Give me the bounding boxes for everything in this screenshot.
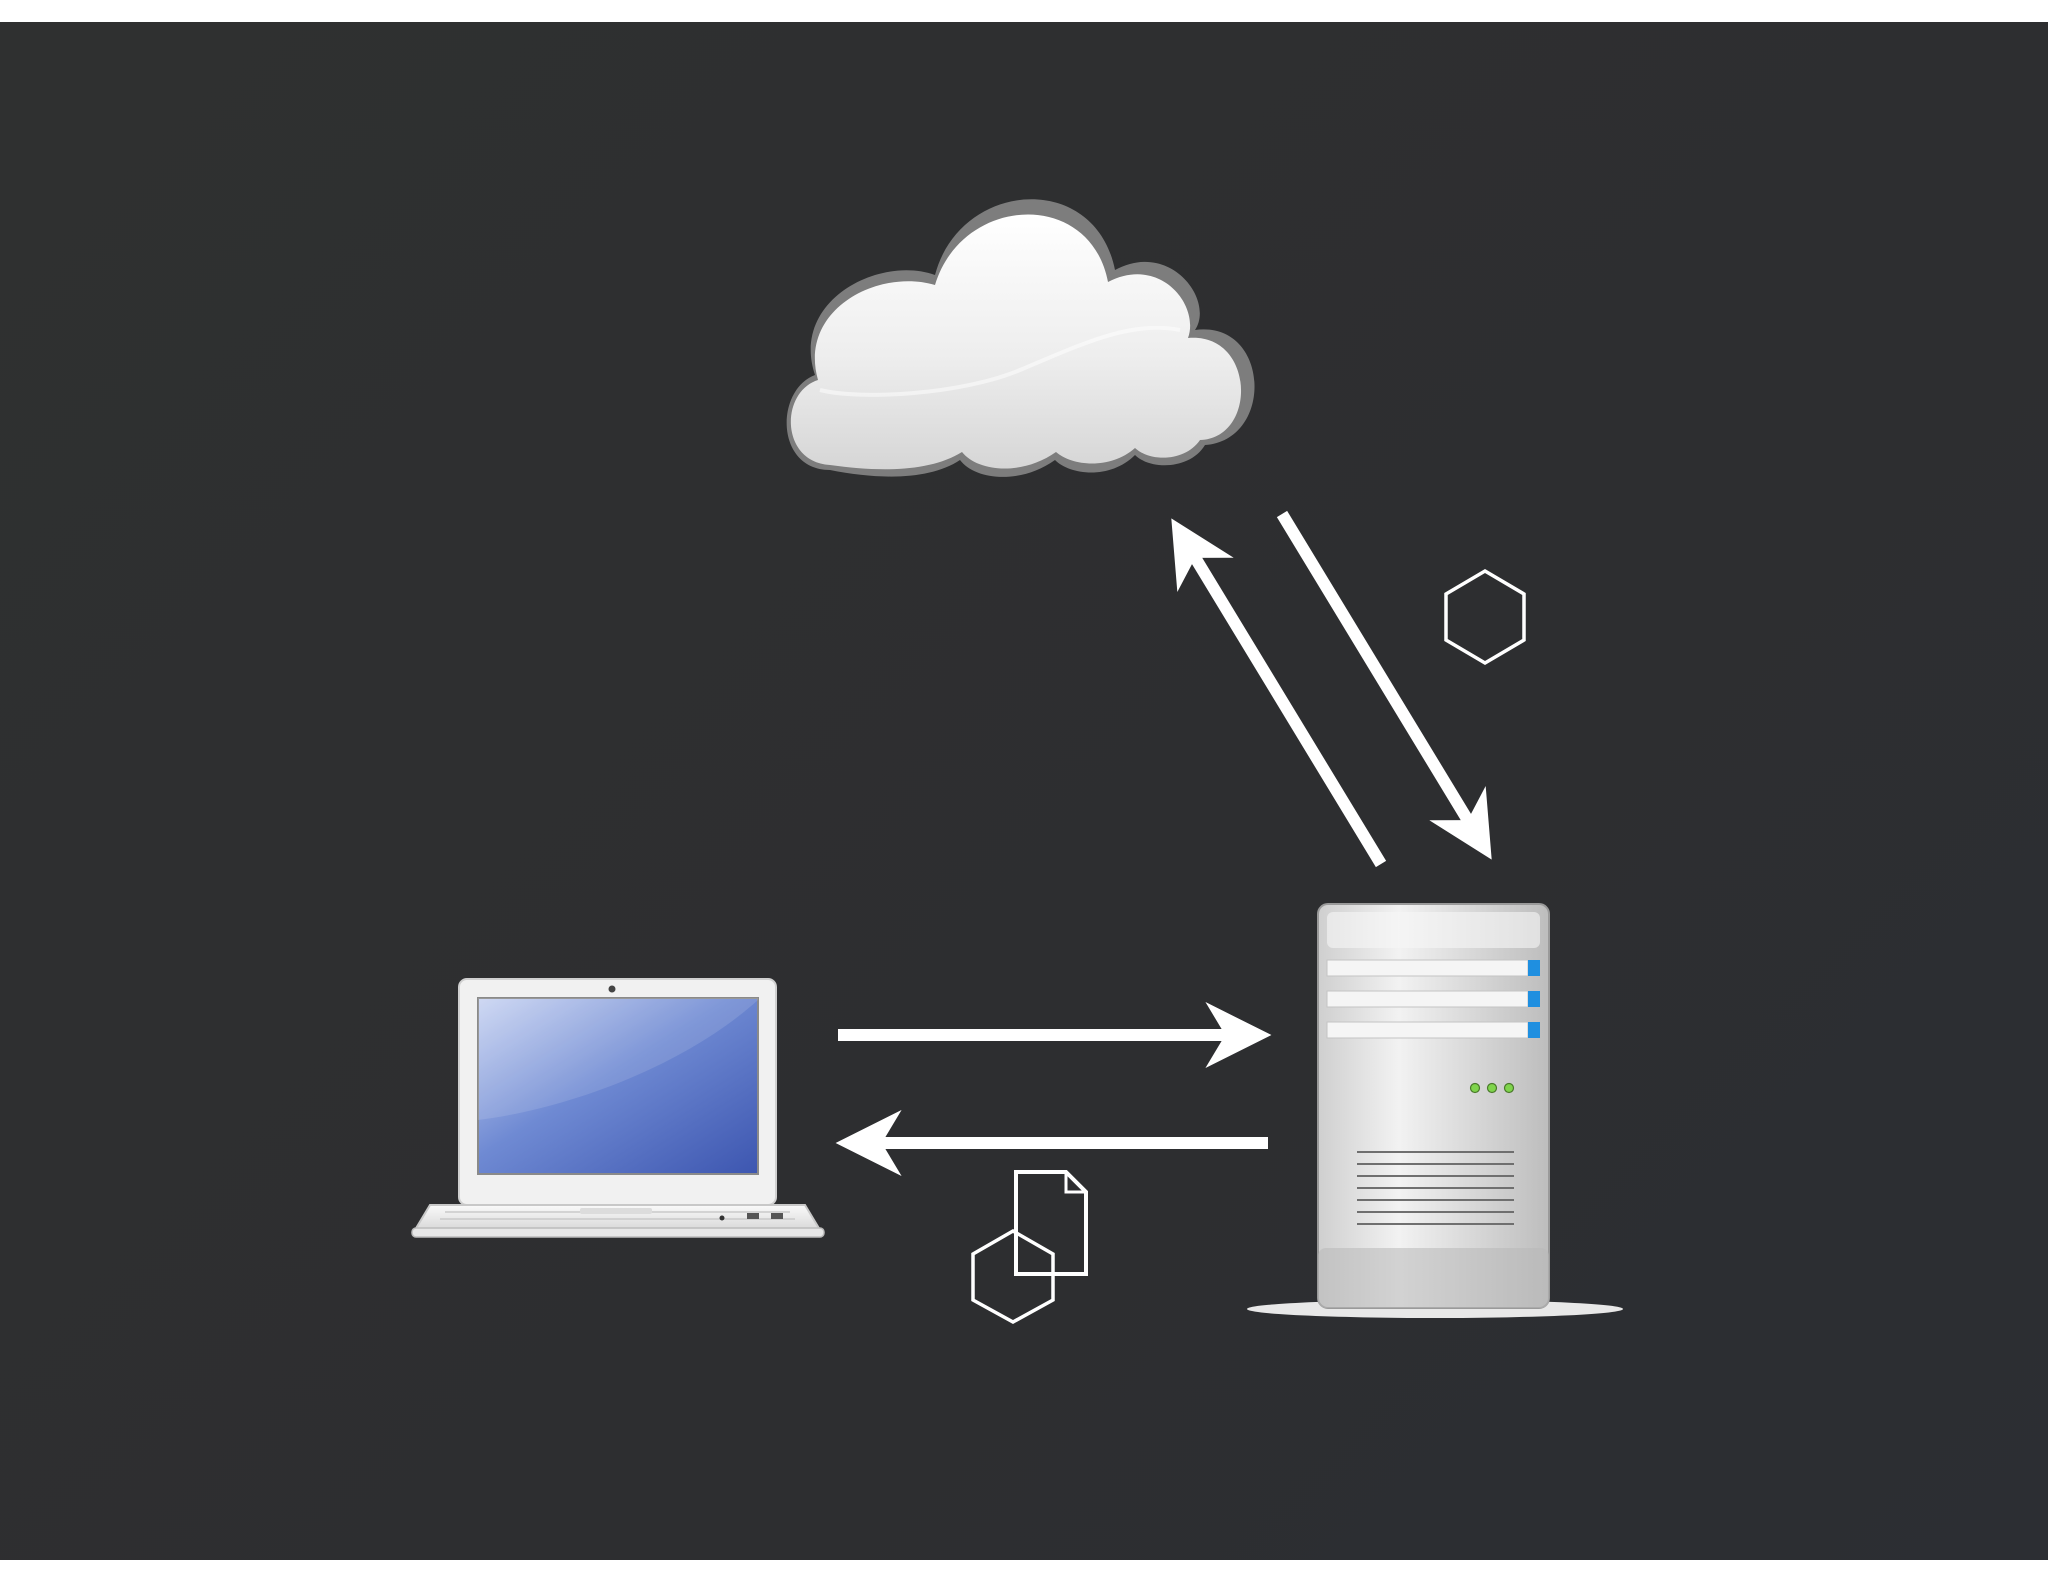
cloud-icon xyxy=(787,199,1255,477)
laptop-icon xyxy=(412,979,824,1237)
hexagon-icon xyxy=(1446,571,1524,663)
diagram-canvas xyxy=(0,22,2048,1560)
arrow-server-to-cloud xyxy=(1185,541,1381,864)
document-hexagon-icon xyxy=(973,1172,1086,1322)
arrow-cloud-to-server xyxy=(1282,514,1478,837)
diagram-svg xyxy=(0,22,2048,1560)
server-tower-icon xyxy=(1247,904,1623,1318)
